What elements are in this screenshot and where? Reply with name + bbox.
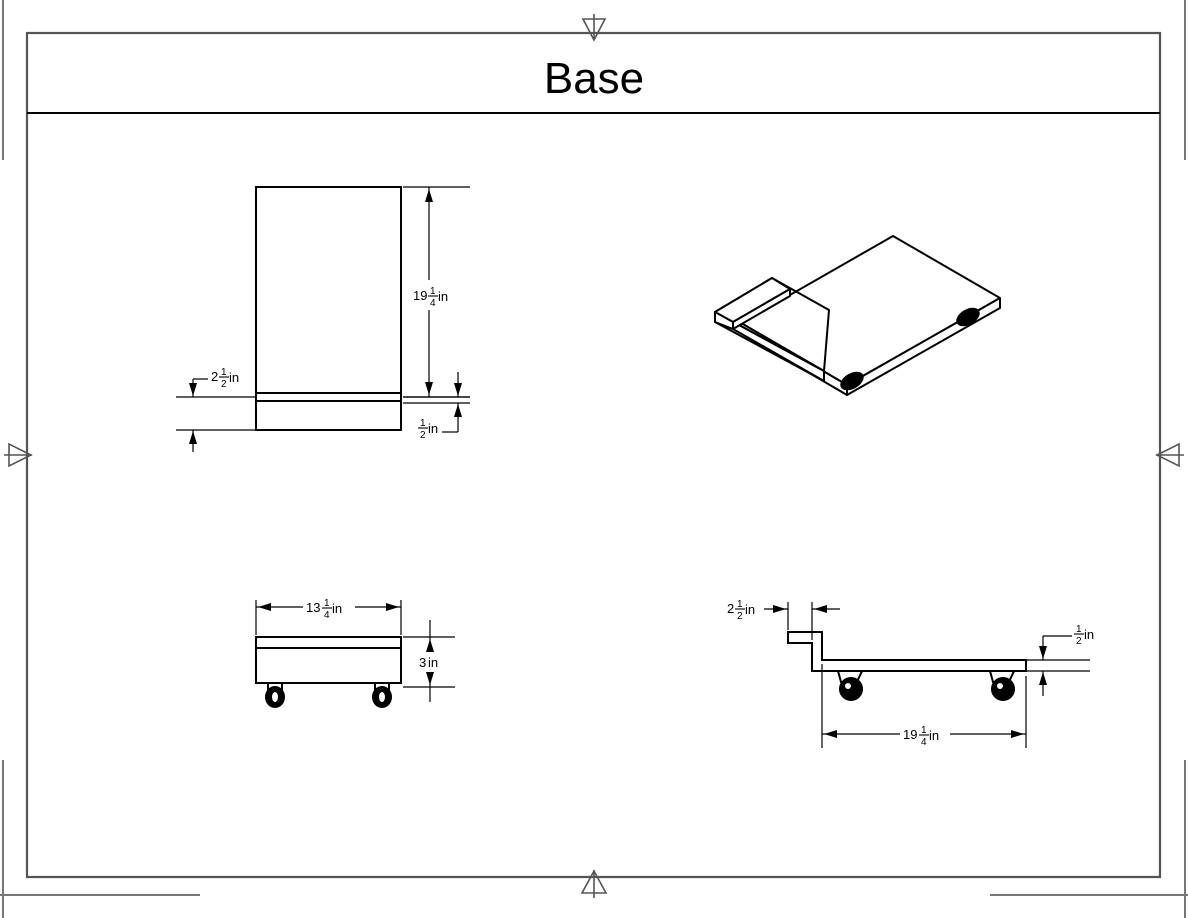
isometric-view [714,235,1001,396]
bs-caster-left [836,670,864,701]
bf-body [255,636,402,684]
iso-casters [840,307,980,391]
dim-bf-height-whole: 3 [419,655,426,670]
dim-bf-width [255,600,402,635]
dim-bs-length-den: 4 [921,737,927,748]
dim-bs-length-label: 19 1 4 in [903,725,939,748]
bs-casters [836,670,1016,701]
dim-bs-thickness-den: 2 [1076,636,1082,647]
dim-front-offset-num: 1 [221,367,227,378]
dim-front-height-unit: in [438,289,448,304]
dim-bs-thickness-num: 1 [1076,624,1082,635]
dim-bs-lip [764,602,840,640]
front-view [255,186,402,431]
dim-front-thickness-unit: in [428,421,438,436]
iso-lip-inner-line [732,328,825,382]
dim-bs-thickness [1024,635,1090,696]
top-center-mark [581,14,607,42]
dim-bs-thickness-label: 1 2 in [1074,624,1094,647]
dim-bs-lip-den: 2 [737,611,743,622]
iso-caster-rear [956,307,980,327]
dim-front-offset-den: 2 [221,379,227,390]
bf-caster-right [372,682,392,708]
dim-front-height-label: 19 1 4 in [413,286,448,309]
dim-bf-height-unit: in [428,655,438,670]
bf-caster-left [265,682,285,708]
dim-front-height-num: 1 [430,286,436,297]
dim-bf-height-label: 3 in [419,655,438,670]
sheet-title: Base [544,54,644,103]
iso-caster-front [840,371,864,391]
bottom-front-view [255,636,402,708]
dim-bf-width-unit: in [332,601,342,616]
dim-bs-length-num: 1 [921,725,927,736]
dim-front-thickness-label: 1 2 in [418,418,438,441]
dim-bf-height [403,620,455,702]
dim-front-offset-unit: in [229,370,239,385]
right-center-mark [1155,442,1184,468]
dim-front-offset-label: 2 1 2 in [211,367,239,390]
dim-front-height-whole: 19 [413,288,427,303]
bs-caster-right [988,670,1016,701]
dim-front-offset-whole: 2 [211,369,218,384]
dim-front-offset [176,378,256,452]
dim-bs-lip-unit: in [745,602,755,617]
dim-front-height-den: 4 [430,298,436,309]
dim-bs-lip-num: 1 [737,599,743,610]
dim-front-thickness-num: 1 [420,418,426,429]
dim-bs-length-unit: in [929,728,939,743]
dim-bf-width-num: 1 [324,598,330,609]
dim-bs-thickness-unit: in [1084,627,1094,642]
dim-bs-lip-label: 2 1 2 in [727,599,755,622]
dim-bs-lip-whole: 2 [727,601,734,616]
dim-front-thickness [403,372,470,433]
dim-bs-length-whole: 19 [903,727,917,742]
dim-front-thickness-den: 2 [420,430,426,441]
left-center-mark [4,442,33,468]
dim-bs-length [821,664,1027,748]
dim-bf-width-whole: 13 [306,600,320,615]
dim-bf-width-label: 13 1 4 in [306,598,342,621]
sheet-border [25,31,1162,879]
bottom-center-mark [580,869,608,898]
dim-bf-width-den: 4 [324,610,330,621]
